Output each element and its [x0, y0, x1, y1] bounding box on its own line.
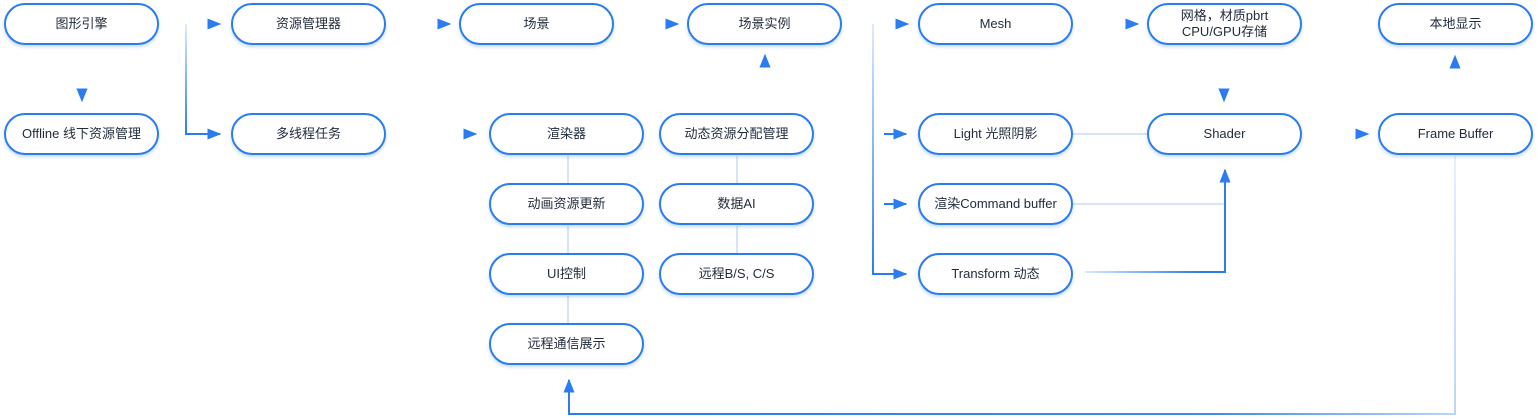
node-graphics-engine: 图形引擎	[4, 3, 159, 45]
node-mesh-material-storage: 网格，材质pbrt CPU/GPU存储	[1147, 3, 1302, 45]
node-scene-instance: 场景实例	[687, 3, 842, 45]
node-resource-manager: 资源管理器	[231, 3, 386, 45]
node-scene: 场景	[459, 3, 614, 45]
node-light-shadow: Light 光照阴影	[918, 113, 1073, 155]
arrow-transform-to-shader	[1085, 168, 1231, 273]
node-label: Light 光照阴影	[953, 126, 1038, 141]
node-label: Transform 动态	[951, 266, 1040, 281]
node-label: 动画资源更新	[527, 196, 606, 211]
node-label: 场景	[523, 16, 550, 31]
node-label: 图形引擎	[55, 16, 108, 31]
node-local-display: 本地显示	[1378, 3, 1533, 45]
node-label: UI控制	[546, 266, 586, 281]
node-remote-communication-display: 远程通信展示	[489, 323, 644, 365]
node-label: 远程通信展示	[527, 336, 606, 351]
arrow-frame-buffer-loop-to-remote	[563, 156, 1456, 415]
node-label: 渲染器	[546, 126, 586, 141]
node-label: 渲染Command buffer	[934, 196, 1057, 211]
node-offline-resource-management: Offline 线下资源管理	[4, 113, 159, 155]
node-label: 数据AI	[717, 196, 756, 211]
node-multithread-tasks: 多线程任务	[231, 113, 386, 155]
arrow-branch-to-multithread	[185, 24, 222, 140]
node-transform-dynamic: Transform 动态	[918, 253, 1073, 295]
node-data-ai: 数据AI	[659, 183, 814, 225]
node-dynamic-resource-allocation: 动态资源分配管理	[659, 113, 814, 155]
node-label: 多线程任务	[275, 126, 341, 141]
node-render-command-buffer: 渲染Command buffer	[918, 183, 1073, 225]
node-frame-buffer: Frame Buffer	[1378, 113, 1533, 155]
node-remote-bs-cs: 远程B/S, C/S	[659, 253, 814, 295]
node-mesh: Mesh	[918, 3, 1073, 45]
node-label: Offline 线下资源管理	[22, 126, 141, 141]
node-label: Frame Buffer	[1417, 126, 1494, 141]
node-ui-control: UI控制	[489, 253, 644, 295]
node-label-line-1: 网格，材质pbrt	[1180, 8, 1269, 23]
node-animation-resource-update: 动画资源更新	[489, 183, 644, 225]
node-label-group: 网格，材质pbrt CPU/GPU存储	[1181, 8, 1268, 40]
node-label: Shader	[1203, 126, 1246, 141]
node-label: 本地显示	[1429, 16, 1482, 31]
arrow-fanout-to-transform	[872, 24, 908, 280]
node-label: 远程B/S, C/S	[698, 266, 775, 281]
node-label: 动态资源分配管理	[684, 126, 789, 141]
node-label: Mesh	[979, 16, 1012, 31]
node-label-line-2: CPU/GPU存储	[1181, 24, 1268, 39]
node-label: 场景实例	[738, 16, 791, 31]
node-renderer: 渲染器	[489, 113, 644, 155]
node-label: 资源管理器	[275, 16, 341, 31]
node-shader: Shader	[1147, 113, 1302, 155]
